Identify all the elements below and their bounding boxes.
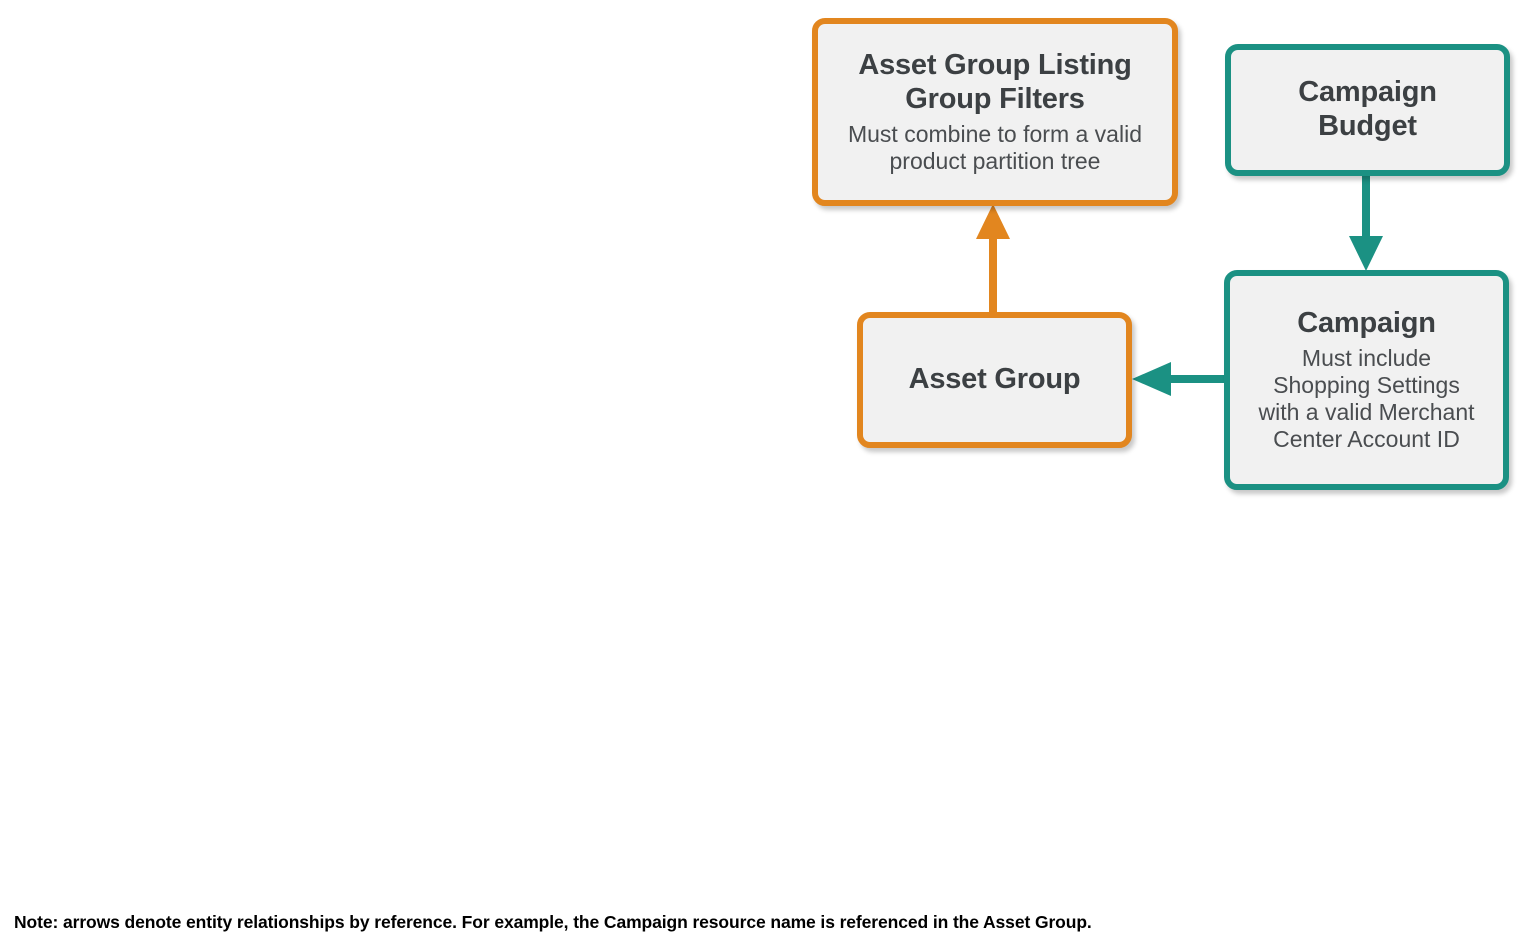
arrow-campaign-budget-to-campaign — [1345, 173, 1387, 273]
arrow-campaign-to-asset-group — [1128, 358, 1232, 400]
node-asset-group[interactable]: Asset Group — [857, 312, 1132, 448]
node-subtitle: Must combine to form a valid product par… — [847, 121, 1142, 174]
node-campaign-budget[interactable]: Campaign Budget — [1225, 44, 1510, 176]
node-subtitle: Must include Shopping Settings with a va… — [1258, 345, 1475, 452]
diagram-footnote: Note: arrows denote entity relationships… — [14, 912, 1092, 932]
node-title: Asset Group Listing Group Filters — [858, 49, 1132, 116]
node-title: Campaign — [1297, 307, 1436, 340]
node-title: Campaign Budget — [1298, 76, 1437, 142]
node-campaign[interactable]: Campaign Must include Shopping Settings … — [1224, 270, 1509, 490]
node-title: Asset Group — [908, 363, 1081, 396]
node-asset-group-listing-group-filters[interactable]: Asset Group Listing Group Filters Must c… — [812, 18, 1178, 206]
arrow-asset-group-to-listing-group-filters — [972, 202, 1014, 317]
